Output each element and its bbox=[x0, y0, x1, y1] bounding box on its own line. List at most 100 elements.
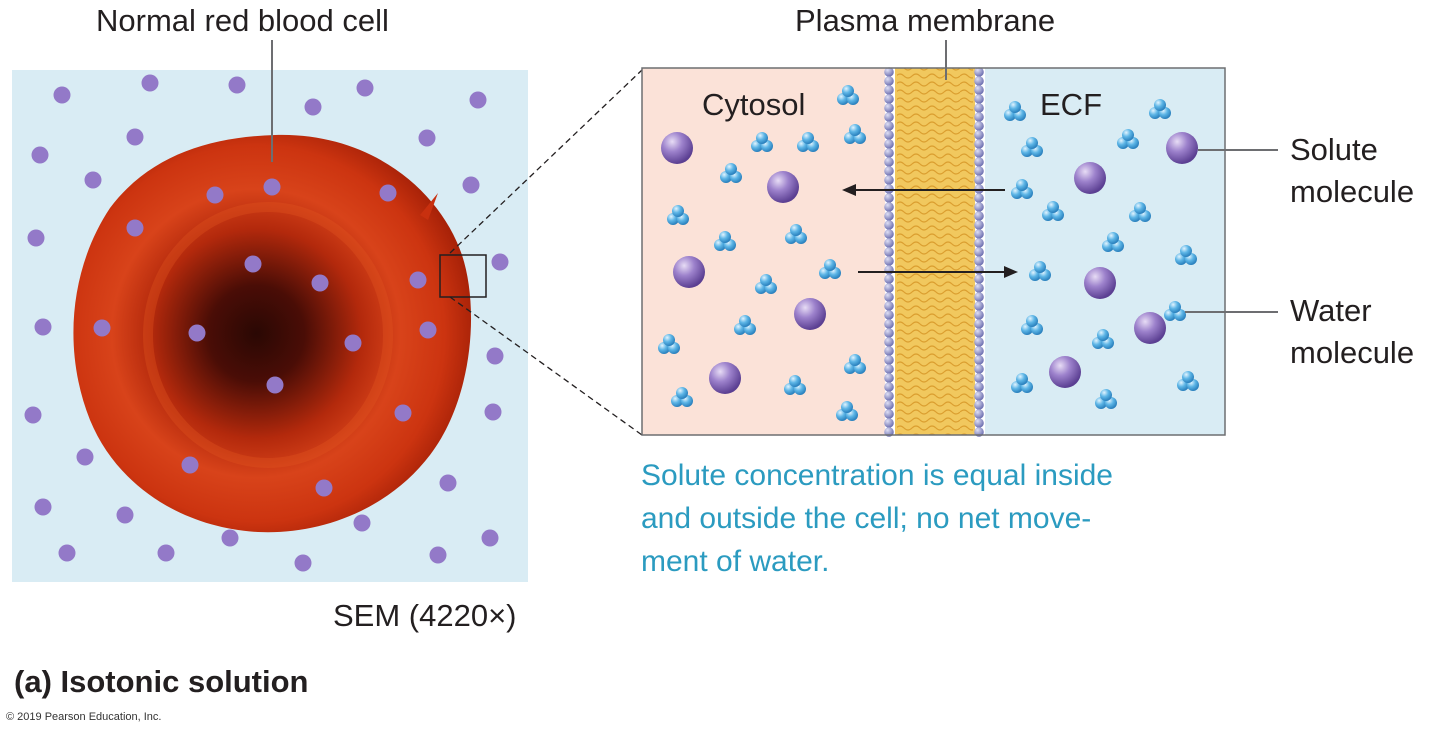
solute-molecule bbox=[429, 546, 447, 564]
caption-line: ment of water. bbox=[641, 545, 830, 578]
solute-molecule bbox=[661, 132, 693, 164]
solute-molecule bbox=[266, 376, 284, 394]
phospholipid-head bbox=[884, 391, 894, 401]
phospholipid-head bbox=[884, 283, 894, 293]
phospholipid-head bbox=[974, 364, 984, 374]
solute-molecule bbox=[409, 271, 427, 289]
solute-molecule bbox=[31, 146, 49, 164]
phospholipid-head bbox=[974, 337, 984, 347]
phospholipid-head bbox=[884, 292, 894, 302]
phospholipid-head bbox=[884, 409, 894, 419]
solute-molecule bbox=[141, 74, 159, 92]
water-legend-label-line2: molecule bbox=[1290, 335, 1415, 370]
sem-solute-molecules bbox=[24, 74, 509, 572]
solute-molecule bbox=[394, 404, 412, 422]
phospholipid-head bbox=[884, 247, 894, 257]
phospholipid-head bbox=[974, 382, 984, 392]
phospholipid-head bbox=[884, 274, 894, 284]
phospholipid-head bbox=[974, 139, 984, 149]
solute-molecule bbox=[263, 178, 281, 196]
phospholipid-head bbox=[974, 148, 984, 158]
phospholipid-head bbox=[974, 274, 984, 284]
solute-molecule bbox=[58, 544, 76, 562]
phospholipid-head bbox=[974, 265, 984, 275]
phospholipid-head bbox=[974, 409, 984, 419]
solute-molecule bbox=[486, 347, 504, 365]
phospholipid-head bbox=[974, 193, 984, 203]
solute-molecule bbox=[27, 229, 45, 247]
phospholipid-head bbox=[884, 355, 894, 365]
phospholipid-head bbox=[884, 76, 894, 86]
copyright: © 2019 Pearson Education, Inc. bbox=[6, 711, 162, 723]
panel-title: (a) Isotonic solution bbox=[14, 664, 309, 699]
phospholipid-head bbox=[884, 166, 894, 176]
phospholipid-head bbox=[974, 346, 984, 356]
phospholipid-head bbox=[974, 283, 984, 293]
phospholipid-head bbox=[884, 373, 894, 383]
solute-molecule bbox=[1049, 356, 1081, 388]
solute-molecule bbox=[34, 498, 52, 516]
water-legend-label-line1: Water bbox=[1290, 293, 1372, 328]
phospholipid-head bbox=[974, 202, 984, 212]
phospholipid-head bbox=[974, 211, 984, 221]
phospholipid-head bbox=[974, 94, 984, 104]
phospholipid-head bbox=[884, 310, 894, 320]
solute-molecule bbox=[344, 334, 362, 352]
solute-legend-label-line1: Solute bbox=[1290, 132, 1378, 167]
solute-molecule bbox=[76, 448, 94, 466]
phospholipid-head bbox=[974, 310, 984, 320]
phospholipid-head bbox=[974, 238, 984, 248]
phospholipid-head bbox=[884, 103, 894, 113]
phospholipid-head bbox=[974, 166, 984, 176]
solute-molecule bbox=[491, 253, 509, 271]
phospholipid-head bbox=[974, 112, 984, 122]
phospholipid-head bbox=[974, 256, 984, 266]
caption-line: and outside the cell; no net move- bbox=[641, 502, 1092, 535]
cytosol-label: Cytosol bbox=[702, 87, 806, 122]
solute-molecule bbox=[462, 176, 480, 194]
phospholipid-head bbox=[884, 364, 894, 374]
solute-molecule bbox=[418, 129, 436, 147]
phospholipid-head bbox=[884, 337, 894, 347]
solute-molecule bbox=[709, 362, 741, 394]
phospholipid-head bbox=[974, 157, 984, 167]
solute-molecule bbox=[228, 76, 246, 94]
solute-molecule bbox=[304, 98, 322, 116]
phospholipid-head bbox=[884, 157, 894, 167]
phospholipid-head bbox=[974, 175, 984, 185]
phospholipid-head bbox=[884, 175, 894, 185]
sem-magnification-label: SEM (4220×) bbox=[333, 598, 517, 633]
phospholipid-head bbox=[884, 256, 894, 266]
phospholipid-head bbox=[884, 238, 894, 248]
phospholipid-head bbox=[974, 319, 984, 329]
phospholipid-head bbox=[884, 193, 894, 203]
solute-molecule bbox=[206, 186, 224, 204]
phospholipid-head bbox=[884, 112, 894, 122]
phospholipid-head bbox=[884, 265, 894, 275]
phospholipid-head bbox=[974, 121, 984, 131]
phospholipid-head bbox=[974, 103, 984, 113]
solute-molecule bbox=[794, 298, 826, 330]
phospholipid-head bbox=[974, 67, 984, 77]
phospholipid-head bbox=[884, 400, 894, 410]
phospholipid-head bbox=[884, 382, 894, 392]
solute-molecule bbox=[767, 171, 799, 203]
rbc-label: Normal red blood cell bbox=[96, 3, 389, 38]
solute-molecule bbox=[188, 324, 206, 342]
phospholipid-head bbox=[884, 139, 894, 149]
phospholipid-head bbox=[974, 229, 984, 239]
phospholipid-head bbox=[974, 418, 984, 428]
solute-molecule bbox=[126, 219, 144, 237]
solute-molecule bbox=[1134, 312, 1166, 344]
phospholipid-head bbox=[974, 76, 984, 86]
phospholipid-head bbox=[974, 247, 984, 257]
phospholipid-head bbox=[884, 418, 894, 428]
phospholipid-head bbox=[884, 130, 894, 140]
caption: Solute concentration is equal inside and… bbox=[641, 454, 1113, 583]
phospholipid-head bbox=[884, 229, 894, 239]
solute-molecule bbox=[24, 406, 42, 424]
solute-molecule bbox=[53, 86, 71, 104]
phospholipid-head bbox=[974, 328, 984, 338]
solute-molecule bbox=[311, 274, 329, 292]
phospholipid-head bbox=[884, 328, 894, 338]
